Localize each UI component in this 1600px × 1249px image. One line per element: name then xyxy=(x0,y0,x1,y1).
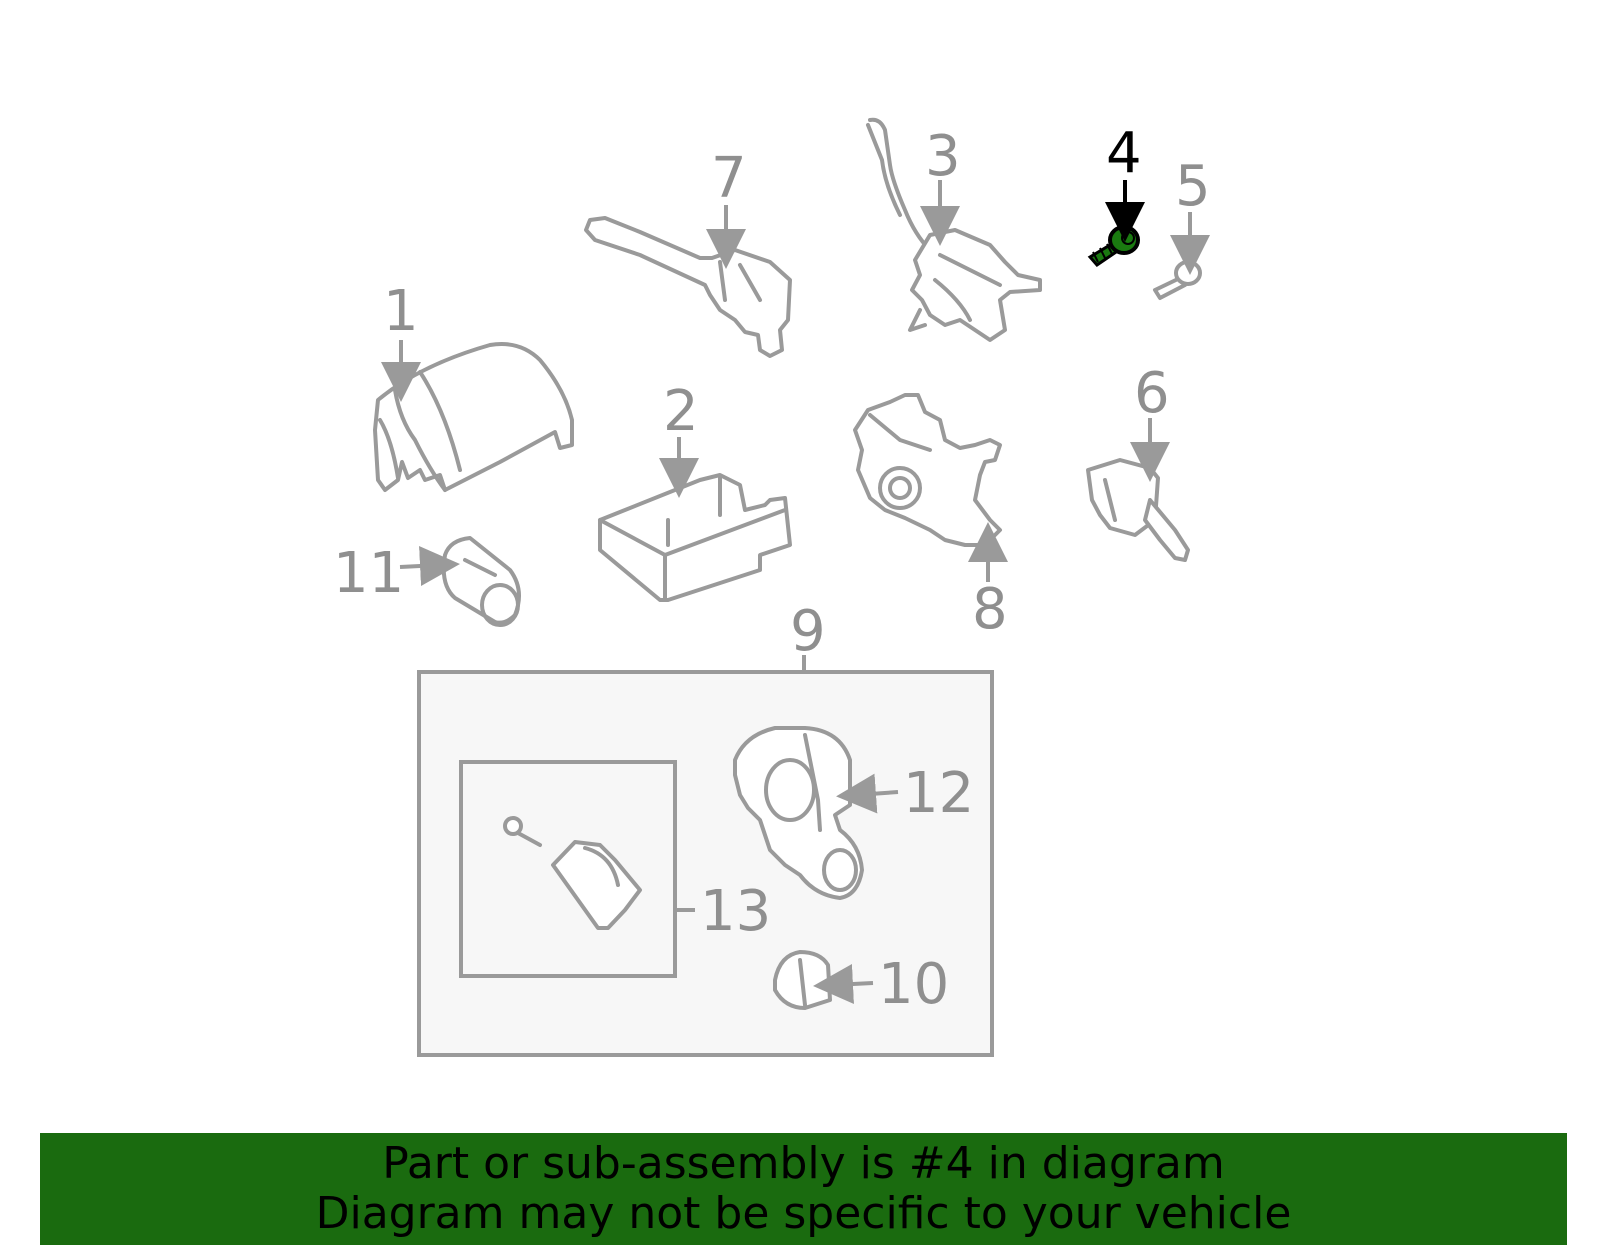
part-6-switch xyxy=(1086,458,1190,562)
callout-4: 4 xyxy=(1106,121,1142,186)
callout-9: 9 xyxy=(790,599,826,664)
callout-11: 11 xyxy=(333,541,404,606)
part-7-turn-signal-switch xyxy=(584,216,792,358)
callout-3: 3 xyxy=(925,124,961,189)
part-2-lower-bracket xyxy=(598,473,792,602)
callout-1: 1 xyxy=(383,279,419,344)
callout-13: 13 xyxy=(700,879,771,944)
part-4-screw-highlighted xyxy=(1087,225,1140,267)
arrow-10 xyxy=(813,964,874,1004)
callout-12: 12 xyxy=(903,761,974,826)
callout-5: 5 xyxy=(1175,154,1211,219)
part-11-lock-cylinder xyxy=(441,536,521,627)
part-5-screw xyxy=(1153,260,1202,300)
callout-6: 6 xyxy=(1134,361,1170,426)
part-12-ignition-housing xyxy=(733,726,864,900)
callout-7: 7 xyxy=(711,146,747,211)
banner-line-1: Part or sub-assembly is #4 in diagram xyxy=(382,1138,1225,1189)
arrow-11 xyxy=(399,546,460,586)
part-13-lock-set xyxy=(503,816,642,930)
part-1-column-cover xyxy=(373,342,574,492)
info-banner: Part or sub-assembly is #4 in diagram Di… xyxy=(40,1133,1567,1245)
arrow-12 xyxy=(836,773,899,814)
parts-diagram: 1 2 3 4 5 6 xyxy=(333,117,1211,1057)
part-8-clock-spring xyxy=(853,393,1002,547)
part-10-knob xyxy=(773,950,832,1010)
callout-10: 10 xyxy=(878,952,949,1017)
callout-8: 8 xyxy=(972,577,1008,642)
part-3-wiper-switch xyxy=(866,117,1042,342)
callout-2: 2 xyxy=(663,379,699,444)
banner-line-2: Diagram may not be specific to your vehi… xyxy=(315,1188,1292,1239)
